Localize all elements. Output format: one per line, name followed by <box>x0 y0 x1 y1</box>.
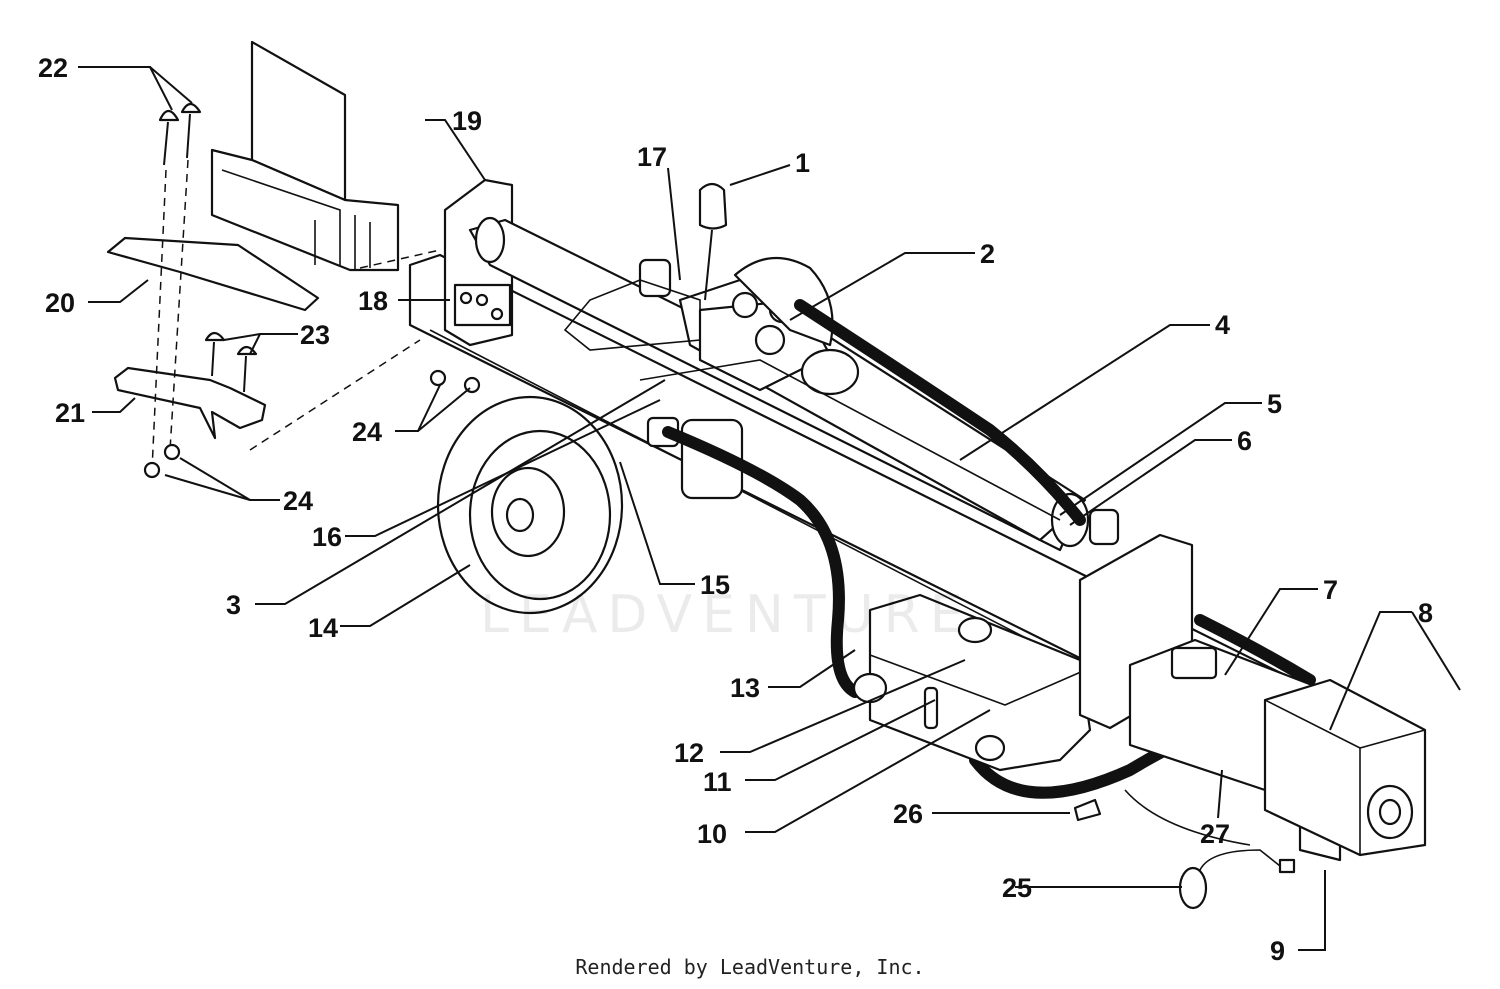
callout-22: 22 <box>38 53 68 83</box>
carriage-bolts <box>158 102 258 393</box>
leader-lines <box>78 66 1461 951</box>
callout-10: 10 <box>697 819 727 849</box>
callout-14: 14 <box>308 613 338 643</box>
callout-12: 12 <box>674 738 704 768</box>
callout-25: 25 <box>1002 873 1032 903</box>
callout-23: 23 <box>300 320 330 350</box>
watermark: LEADVENTURE <box>480 585 973 645</box>
wheel <box>436 395 624 615</box>
callout-1: 1 <box>795 148 810 178</box>
control-lever-handle <box>698 182 728 230</box>
callout-24-lower: 24 <box>283 486 313 516</box>
callout-17: 17 <box>637 142 667 172</box>
callout-4: 4 <box>1215 310 1230 340</box>
callout-3: 3 <box>226 590 241 620</box>
rear-wheel <box>733 256 834 347</box>
log-splitter-drawing <box>106 40 1427 910</box>
callout-13: 13 <box>730 673 760 703</box>
callout-18: 18 <box>358 286 388 316</box>
callout-6: 6 <box>1237 426 1252 456</box>
callout-26: 26 <box>893 799 923 829</box>
callout-19: 19 <box>452 106 482 136</box>
callout-20: 20 <box>45 288 75 318</box>
callout-9: 9 <box>1270 936 1285 966</box>
callout-24-upper: 24 <box>352 417 382 447</box>
callout-2: 2 <box>980 239 995 269</box>
callout-15: 15 <box>700 570 730 600</box>
callout-21: 21 <box>55 398 85 428</box>
engine-pump <box>1128 638 1427 857</box>
callout-16: 16 <box>312 522 342 552</box>
lower-plate <box>113 366 267 440</box>
callout-5: 5 <box>1267 389 1282 419</box>
callout-8: 8 <box>1418 598 1433 628</box>
callout-27: 27 <box>1200 819 1230 849</box>
reservoir-tank <box>852 593 1092 772</box>
footer-credit: Rendered by LeadVenture, Inc. <box>575 955 925 979</box>
wiring-harness <box>1073 789 1296 910</box>
return-hose <box>794 299 1086 526</box>
callout-labels: 1 2 3 4 5 6 7 8 9 10 11 12 13 14 15 16 1… <box>38 53 1433 966</box>
splitting-wedge <box>210 40 400 272</box>
callout-11: 11 <box>703 767 732 797</box>
callout-7: 7 <box>1323 575 1338 605</box>
foot-plate <box>106 236 320 312</box>
